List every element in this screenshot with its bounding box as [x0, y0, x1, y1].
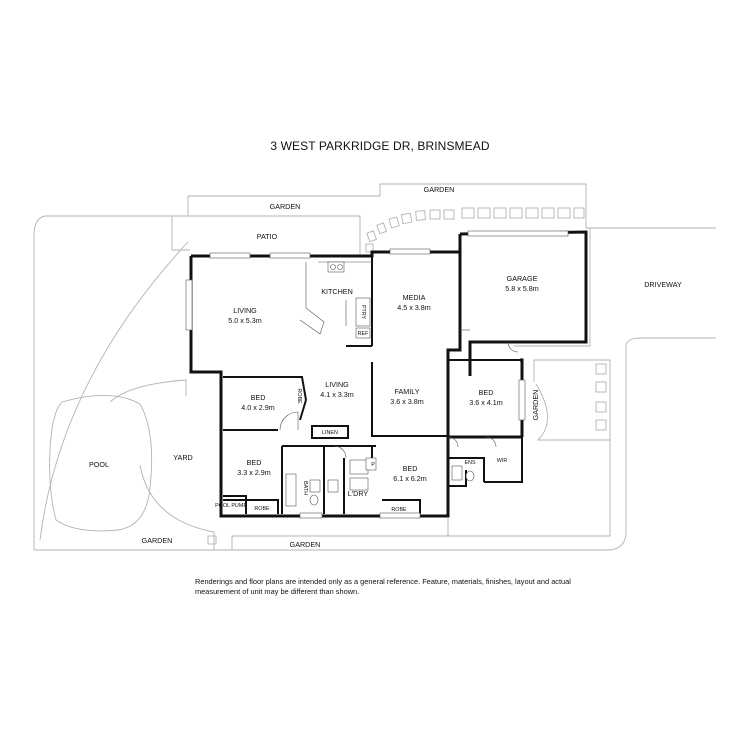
robe-left-name: ROBE — [254, 506, 270, 512]
garage-name: GARAGE — [507, 274, 538, 283]
plan-title: 3 WEST PARKRIDGE DR, BRINSMEAD — [270, 139, 490, 153]
garden-side-label: GARDEN — [531, 390, 540, 421]
bed-right-name: BED — [479, 388, 494, 397]
disclaimer-text: Renderings and floor plans are intended … — [195, 577, 571, 596]
living1-size: 5.0 x 5.3m — [228, 316, 262, 325]
garden-bottom-left-label: GARDEN — [142, 536, 173, 545]
family-size: 3.6 x 3.8m — [390, 397, 424, 406]
linen-name: LINEN — [322, 430, 338, 436]
media-name: MEDIA — [403, 293, 426, 302]
doors — [279, 329, 519, 459]
interior-walls — [223, 256, 523, 514]
pantry-name: PTRY — [360, 305, 366, 320]
bathroom-fixtures — [285, 457, 475, 507]
pool-label: POOL — [89, 460, 109, 469]
bed-left-bottom-name: BED — [247, 458, 262, 467]
robe-small-name: ROBE — [296, 388, 302, 404]
pool-outline — [49, 395, 153, 532]
driveway-label: DRIVEWAY — [644, 280, 682, 289]
garden-top-label: GARDEN — [270, 202, 301, 211]
wir-name: WIR — [497, 458, 508, 464]
garden-stepping-stones — [207, 207, 607, 545]
bed-master-size: 6.1 x 6.2m — [393, 474, 427, 483]
bed-left-top-name: BED — [251, 393, 266, 402]
robe-master-name: ROBE — [391, 507, 407, 513]
garage-size: 5.8 x 5.8m — [505, 284, 539, 293]
laundry-name: L'DRY — [348, 489, 369, 498]
windows — [185, 230, 569, 519]
bed-left-bottom-size: 3.3 x 2.9m — [237, 468, 271, 477]
site-outline — [33, 183, 716, 551]
bed-left-top-size: 4.0 x 2.9m — [241, 403, 275, 412]
bed-right-size: 3.6 x 4.1m — [469, 398, 503, 407]
pool-pump-name: POOL PUMP — [215, 503, 247, 509]
living2-name: LIVING — [325, 380, 349, 389]
bath-name: BATH — [302, 481, 308, 495]
powder-name: P — [371, 462, 375, 468]
fridge-name: REF — [358, 331, 369, 337]
family-name: FAMILY — [394, 387, 419, 396]
yard-label: YARD — [173, 453, 192, 462]
kitchen-fixtures — [299, 261, 372, 339]
living2-size: 4.1 x 3.3m — [320, 390, 354, 399]
living1-name: LIVING — [233, 306, 257, 315]
media-size: 4.5 x 3.8m — [397, 303, 431, 312]
patio-label: PATIO — [257, 232, 278, 241]
kitchen-name: KITCHEN — [321, 287, 353, 296]
ensuite-name: ENS — [464, 460, 475, 466]
garden-top-right-label: GARDEN — [424, 185, 455, 194]
garden-bottom-label: GARDEN — [290, 540, 321, 549]
bed-master-name: BED — [403, 464, 418, 473]
